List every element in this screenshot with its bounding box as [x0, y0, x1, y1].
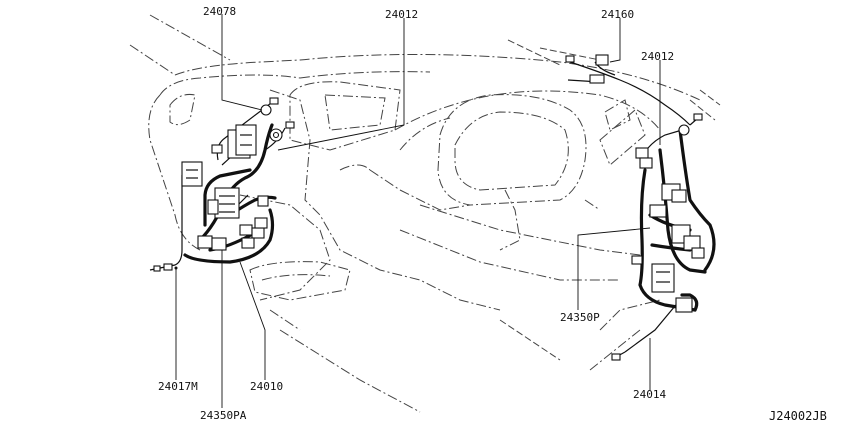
- label-24350P: 24350P: [560, 311, 600, 324]
- label-24160: 24160: [601, 8, 634, 21]
- connector-left-3: [211, 237, 227, 251]
- drawing-code: J24002JB: [769, 409, 827, 423]
- relay-block-left: [181, 161, 203, 187]
- left-harness: [149, 97, 295, 272]
- label-24017M: 24017M: [158, 380, 198, 393]
- label-24010: 24010: [250, 380, 283, 393]
- connector-top-right-1: [589, 74, 605, 84]
- connector-left-8: [257, 195, 269, 207]
- connector-top-right-2: [595, 54, 609, 66]
- label-24012-left: 24012: [385, 8, 418, 21]
- connector-left-5: [251, 227, 265, 239]
- module-box-right: [651, 263, 675, 293]
- label-24350PA: 24350PA: [200, 409, 247, 422]
- label-24014: 24014: [633, 388, 666, 401]
- connector-left-2: [197, 235, 213, 249]
- dashboard-outline: [129, 14, 721, 413]
- connector-left-6: [254, 217, 268, 229]
- label-24012-right: 24012: [641, 50, 674, 63]
- connector-left-1: [207, 199, 219, 215]
- connector-left-4: [239, 224, 253, 236]
- right-harness: [565, 54, 716, 361]
- module-box-upper-2: [235, 124, 257, 156]
- grommet-upper: [260, 104, 272, 116]
- label-24078: 24078: [203, 5, 236, 18]
- fuse-block: [214, 187, 240, 219]
- connector-left-9: [211, 144, 223, 154]
- connector-left-7: [241, 237, 255, 249]
- leader-lines: [174, 14, 661, 408]
- grommet-right: [678, 124, 690, 136]
